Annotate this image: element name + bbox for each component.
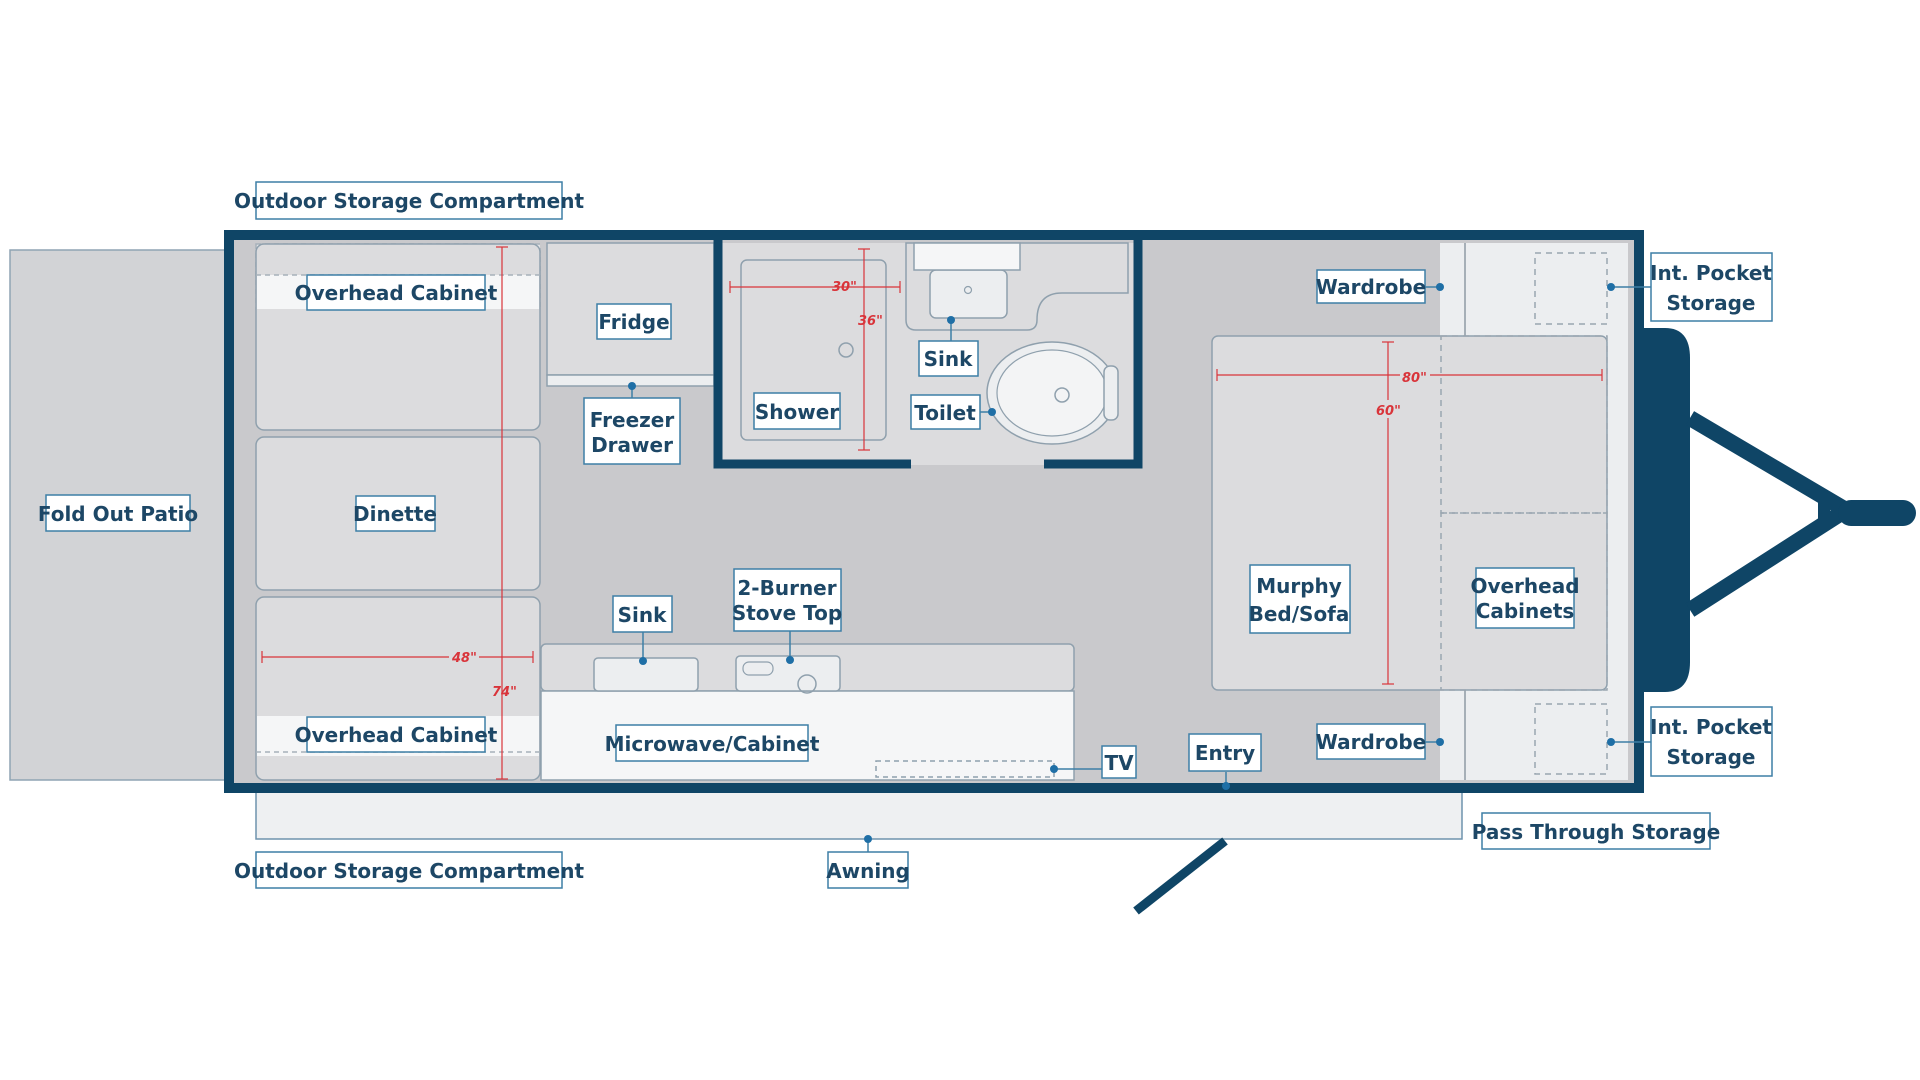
pass-through-storage-strip xyxy=(255,791,1463,840)
label-microwave-cabinet: Microwave/Cabinet xyxy=(605,724,820,762)
dinette-width-dim-bg xyxy=(449,647,479,665)
svg-text:Pass Through Storage: Pass Through Storage xyxy=(1472,820,1721,844)
front-cap xyxy=(1641,328,1690,692)
dinette-length-dimension xyxy=(496,246,508,780)
label-int-pocket-storage-top: Int. Pocket Storage xyxy=(1650,252,1773,322)
label-int-pocket-storage-bottom: Int. Pocket Storage xyxy=(1650,706,1773,777)
svg-text:Fold Out Patio: Fold Out Patio xyxy=(38,502,198,526)
label-stove-top: 2-Burner Stove Top xyxy=(732,568,842,632)
label-wardrobe-top: Wardrobe xyxy=(1316,269,1427,304)
svg-text:Shower: Shower xyxy=(755,400,839,424)
svg-text:Toilet: Toilet xyxy=(914,401,976,425)
label-bath-sink: Sink xyxy=(918,340,979,377)
svg-text:Sink: Sink xyxy=(618,603,667,627)
murphy-bed-shape xyxy=(1211,335,1608,691)
overhead-cabinet-front-lower xyxy=(1440,512,1608,691)
svg-text:Outdoor Storage Compartment: Outdoor Storage Compartment xyxy=(234,189,584,213)
bed-length-dim-label: 80" xyxy=(1402,371,1427,386)
label-outdoor-storage-bottom: Outdoor Storage Compartment xyxy=(234,851,584,889)
bathroom-wall xyxy=(713,230,911,469)
label-pass-through-storage: Pass Through Storage xyxy=(1472,812,1721,850)
hitch-coupler xyxy=(1838,500,1916,526)
label-overhead-cabinet-bottom: Overhead Cabinet xyxy=(295,716,498,753)
toilet-seat xyxy=(996,349,1108,437)
label-wardrobe-bottom: Wardrobe xyxy=(1316,723,1427,760)
svg-text:TV: TV xyxy=(1104,751,1134,775)
svg-text:Cabinets: Cabinets xyxy=(1476,599,1575,623)
svg-text:Wardrobe: Wardrobe xyxy=(1316,275,1427,299)
svg-text:Int. Pocket: Int. Pocket xyxy=(1650,715,1772,739)
label-fold-out-patio: Fold Out Patio xyxy=(38,494,198,532)
svg-text:Dinette: Dinette xyxy=(353,502,437,526)
shower-drain xyxy=(838,342,854,358)
svg-text:Freezer: Freezer xyxy=(590,408,675,432)
bed-width-dim-bg xyxy=(1373,400,1403,418)
kitchen-sink-basin xyxy=(593,657,699,692)
exterior-wall xyxy=(224,230,1644,793)
int-pocket-storage-top-shape xyxy=(1534,252,1608,325)
svg-text:Overhead Cabinet: Overhead Cabinet xyxy=(295,281,498,305)
entry-door xyxy=(1133,837,1228,915)
stove-burner-1 xyxy=(797,674,817,694)
stove-top-shape xyxy=(735,655,841,692)
tv-shape xyxy=(875,760,1055,778)
svg-text:Sink: Sink xyxy=(924,347,973,371)
bed-width-dim-label: 60" xyxy=(1376,404,1401,419)
svg-text:Outdoor Storage Compartment: Outdoor Storage Compartment xyxy=(234,859,584,883)
label-dinette: Dinette xyxy=(353,495,437,532)
svg-text:Drawer: Drawer xyxy=(591,433,673,457)
label-tv: TV xyxy=(1101,745,1137,779)
bed-length-dim-bg xyxy=(1400,367,1430,385)
overhead-cabinet-front-upper xyxy=(1440,335,1608,514)
svg-text:2-Burner: 2-Burner xyxy=(737,576,836,600)
svg-text:Storage: Storage xyxy=(1667,745,1756,769)
label-overhead-cabinet-top: Overhead Cabinet xyxy=(295,274,498,311)
svg-text:Murphy: Murphy xyxy=(1256,574,1342,598)
bathroom-wall-right xyxy=(1044,230,1143,469)
label-pointer-dots xyxy=(628,283,1615,843)
dinette-width-dimension xyxy=(261,651,534,663)
label-entry: Entry xyxy=(1188,733,1262,772)
dinette-width-dim-label: 48" xyxy=(451,651,477,666)
label-murphy-bed: Murphy Bed/Sofa xyxy=(1249,564,1351,634)
svg-text:Storage: Storage xyxy=(1667,291,1756,315)
tongue-crossbar xyxy=(1818,493,1830,529)
label-fridge: Fridge xyxy=(596,303,672,340)
toilet-tank xyxy=(1103,365,1119,421)
svg-text:Stove Top: Stove Top xyxy=(732,601,842,625)
label-overhead-cabinets: Overhead Cabinets xyxy=(1470,567,1580,629)
shower-depth-dim-label: 36" xyxy=(858,314,883,329)
label-freezer-drawer: Freezer Drawer xyxy=(583,397,681,465)
svg-text:Fridge: Fridge xyxy=(598,310,669,334)
label-outdoor-storage-top: Outdoor Storage Compartment xyxy=(234,181,584,220)
bath-sink-drain xyxy=(963,285,973,295)
shower-width-dim-label: 30" xyxy=(832,280,857,295)
label-kitchen-sink: Sink xyxy=(612,595,673,633)
bed-width-dimension xyxy=(1382,341,1394,685)
svg-text:Bed/Sofa: Bed/Sofa xyxy=(1249,602,1350,626)
svg-text:Microwave/Cabinet: Microwave/Cabinet xyxy=(605,732,820,756)
svg-text:Entry: Entry xyxy=(1195,741,1255,765)
stove-controls xyxy=(742,661,774,676)
svg-text:Int. Pocket: Int. Pocket xyxy=(1650,261,1772,285)
bath-sink-faucet xyxy=(913,242,1021,271)
label-shower: Shower xyxy=(753,392,841,430)
shower-width-dimension xyxy=(729,281,901,293)
svg-text:Overhead: Overhead xyxy=(1470,574,1579,598)
label-toilet: Toilet xyxy=(910,394,981,430)
svg-text:Overhead Cabinet: Overhead Cabinet xyxy=(295,723,498,747)
shower-depth-dimension xyxy=(858,248,870,451)
label-awning: Awning xyxy=(826,851,910,889)
dinette-length-dim-label: 74" xyxy=(492,685,517,700)
toilet-flange xyxy=(1054,387,1070,403)
dinette-seat-top xyxy=(255,243,541,431)
int-pocket-storage-bottom-shape xyxy=(1534,703,1608,775)
svg-text:Wardrobe: Wardrobe xyxy=(1316,730,1427,754)
svg-text:Awning: Awning xyxy=(826,859,910,883)
